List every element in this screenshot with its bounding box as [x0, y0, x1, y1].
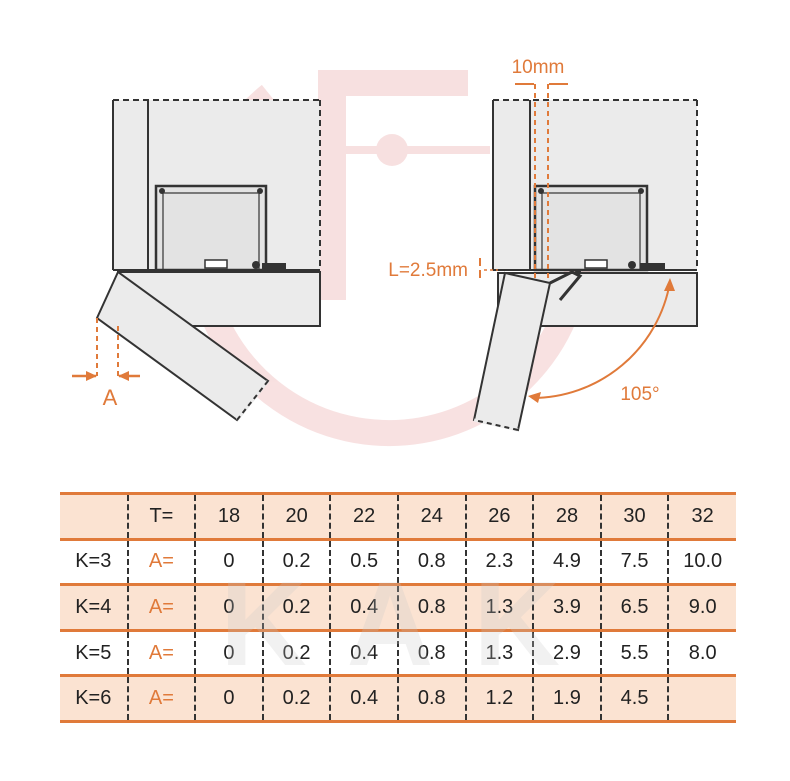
value-cell: 0.2: [261, 675, 331, 722]
left-hinge-plate: [154, 184, 268, 272]
value-cell: 0: [194, 539, 263, 585]
right-cabinet-diagram: 10mm L=2.5mm 105°: [388, 57, 698, 432]
value-cell: 0.4: [329, 630, 398, 676]
value-cell: 0.2: [261, 630, 331, 676]
table-header-row: T= 18 20 22 24 26 28 30 32: [60, 493, 736, 540]
header-cell: 28: [532, 493, 601, 540]
value-cell: 1.2: [464, 675, 534, 722]
value-cell: 0.8: [396, 675, 466, 722]
value-cell: 0.5: [329, 539, 398, 585]
angle-label: 105°: [620, 384, 659, 405]
value-cell: 4.9: [532, 539, 601, 585]
value-cell: 0.2: [261, 584, 331, 631]
value-cell: 0.8: [396, 630, 466, 676]
value-cell: 6.5: [599, 584, 669, 631]
a-cell: A=: [126, 584, 196, 631]
value-cell: 9.0: [667, 584, 736, 631]
value-cell: 4.5: [599, 675, 669, 722]
header-cell: 26: [464, 493, 534, 540]
value-cell: 5.5: [599, 630, 669, 676]
header-cell: T=: [126, 493, 196, 540]
value-cell: 7.5: [599, 539, 669, 585]
table-row: K=3 A= 0 0.2 0.5 0.8 2.3 4.9 7.5 10.0: [60, 539, 736, 585]
value-cell: 0: [194, 675, 263, 722]
table-row: K=6 A= 0 0.2 0.4 0.8 1.2 1.9 4.5: [60, 675, 736, 722]
value-cell: 10.0: [667, 539, 736, 585]
header-cell: 20: [261, 493, 331, 540]
overlay-label: L=2.5mm: [388, 260, 468, 281]
value-cell: 3.9: [532, 584, 601, 631]
right-hinge-plate: [533, 184, 649, 272]
value-cell: 1.9: [532, 675, 601, 722]
value-cell: 2.3: [464, 539, 534, 585]
value-cell: 0.4: [329, 584, 398, 631]
table-row: K=4 A= 0 0.2 0.4 0.8 1.3 3.9 6.5 9.0: [60, 584, 736, 631]
dimension-a-label: A: [103, 385, 118, 410]
header-cell: 32: [667, 493, 736, 540]
k-cell: K=6: [60, 675, 128, 722]
value-cell: 0: [194, 630, 263, 676]
header-cell: 18: [194, 493, 263, 540]
value-cell: 0: [194, 584, 263, 631]
k-cell: K=3: [60, 539, 128, 585]
k-cell: K=4: [60, 584, 128, 631]
header-cell: [60, 493, 128, 540]
a-cell: A=: [126, 630, 196, 676]
value-cell: 1.3: [464, 630, 534, 676]
value-cell: 0.8: [396, 539, 466, 585]
header-cell: 30: [599, 493, 669, 540]
a-cell: A=: [126, 539, 196, 585]
value-cell: 0.2: [261, 539, 331, 585]
value-cell: 1.3: [464, 584, 534, 631]
left-cabinet-diagram: A: [72, 99, 321, 422]
spec-table: T= 18 20 22 24 26 28 30 32 K=3 A= 0 0.2 …: [60, 492, 736, 723]
value-cell: 8.0: [667, 630, 736, 676]
table-row: K=5 A= 0 0.2 0.4 0.8 1.3 2.9 5.5 8.0: [60, 630, 736, 676]
value-cell: 2.9: [532, 630, 601, 676]
a-cell: A=: [126, 675, 196, 722]
header-cell: 22: [329, 493, 398, 540]
hinge-diagram: A 10mm L=2.5mm 105: [72, 57, 698, 447]
value-cell: [667, 675, 736, 722]
header-cell: 24: [396, 493, 466, 540]
value-cell: 0.4: [329, 675, 398, 722]
value-cell: 0.8: [396, 584, 466, 631]
k-cell: K=5: [60, 630, 128, 676]
gap-label: 10mm: [512, 57, 565, 78]
